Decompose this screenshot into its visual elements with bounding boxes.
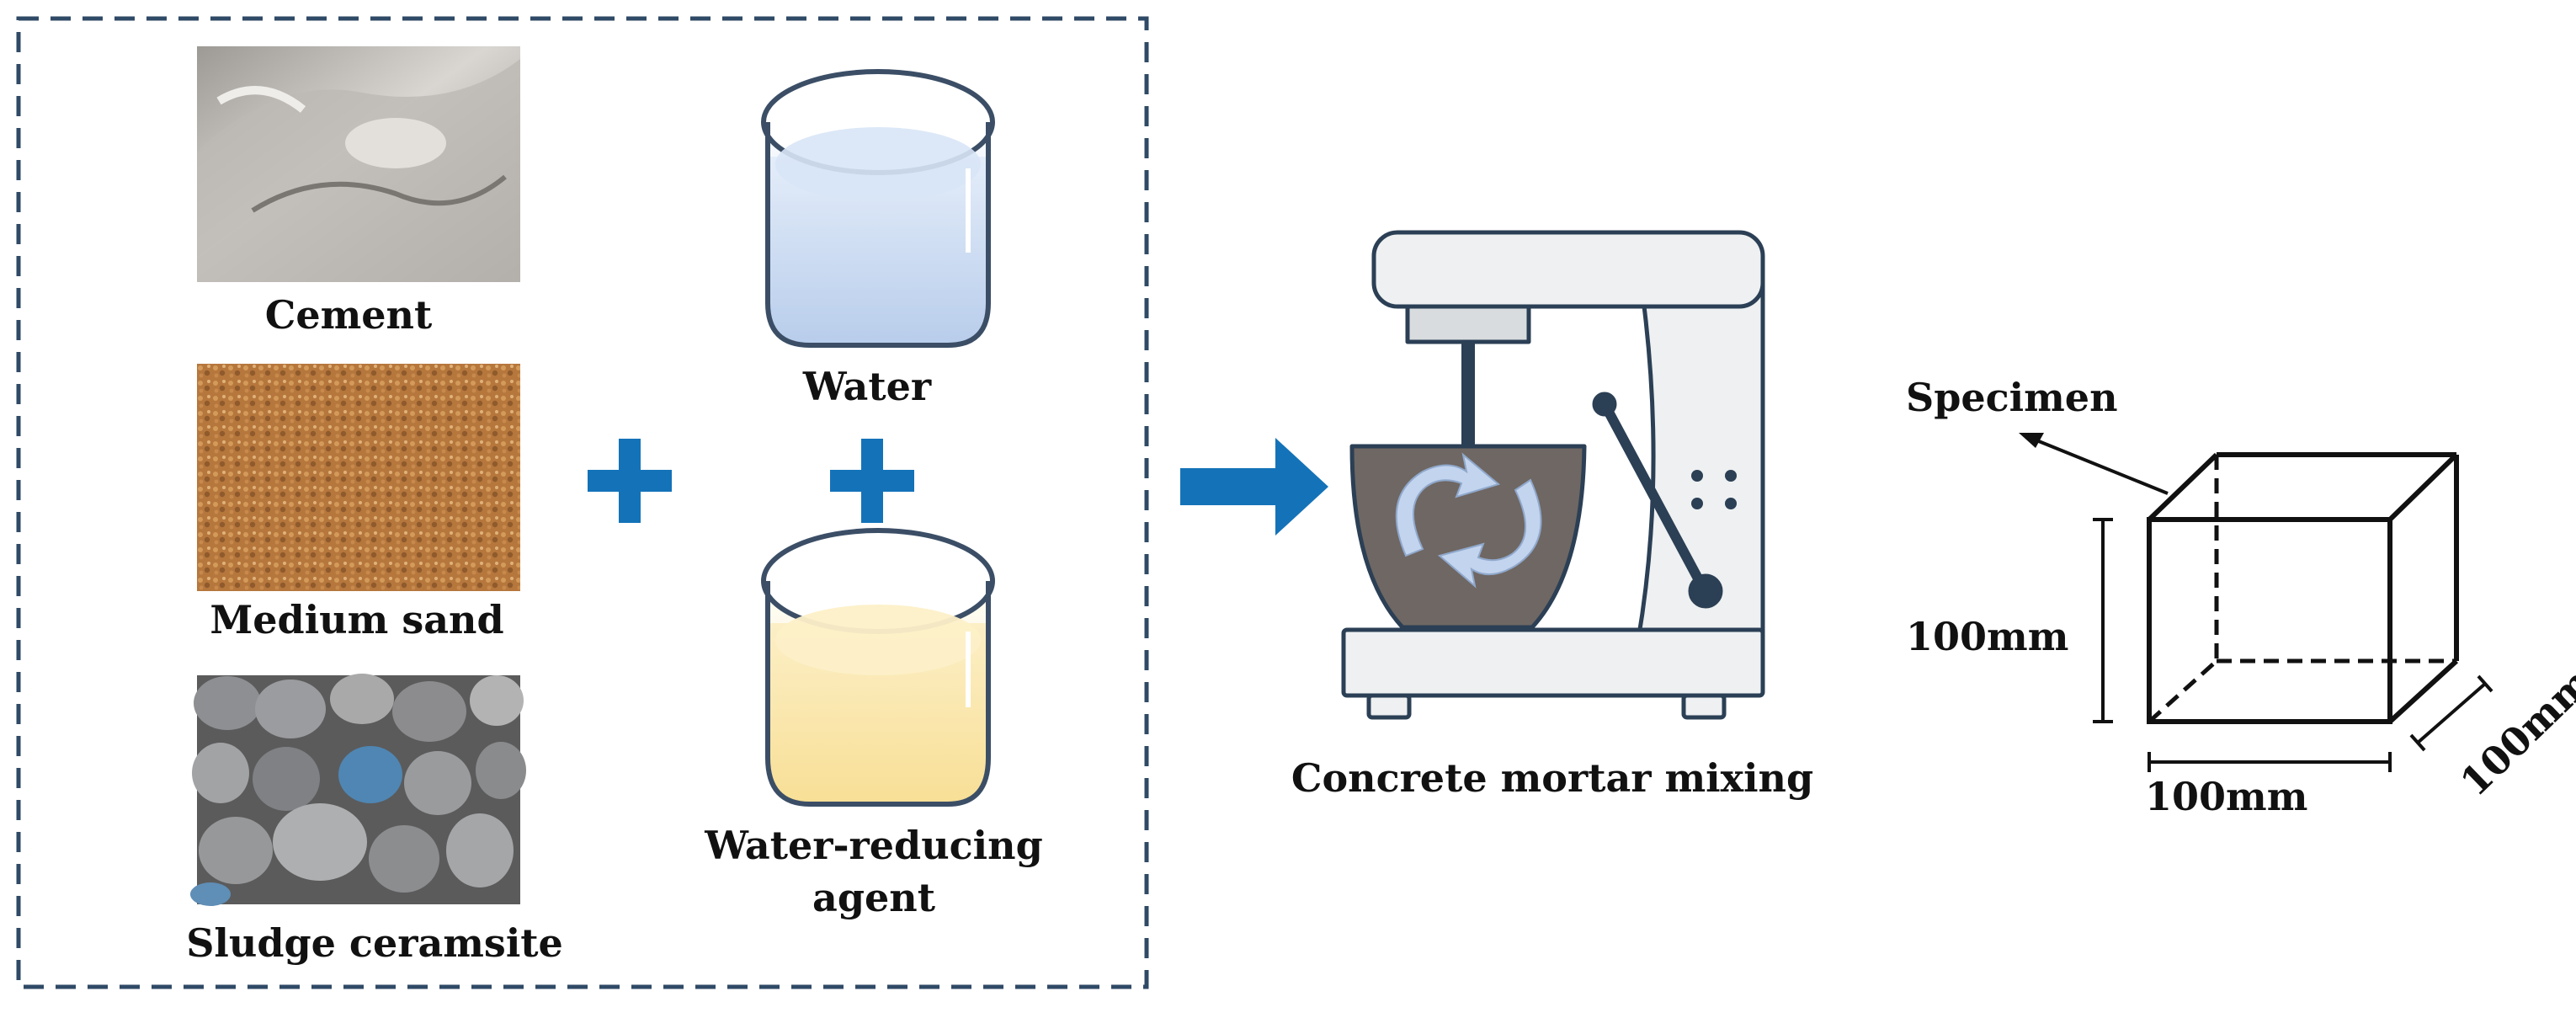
water-beaker-icon (761, 69, 995, 348)
plus-icon (830, 439, 914, 523)
cement-label: Cement (265, 292, 433, 338)
sludge-ceramsite-label: Sludge ceramsite (186, 920, 563, 966)
medium-sand-photo (197, 364, 520, 591)
depth-dimension-line (2409, 674, 2494, 752)
rotate-arrows-icon (1395, 452, 1542, 589)
agent-beaker-icon (761, 528, 995, 807)
arrow-right-icon (1180, 438, 1328, 536)
width-dimension-label: 100mm (2145, 774, 2307, 819)
water-label: Water (802, 364, 932, 409)
specimen-cube (2147, 452, 2459, 724)
depth-dimension-label: 100mm (2451, 659, 2576, 805)
mixing-label: Concrete mortar mixing (1291, 755, 1813, 801)
water-reducing-agent-label-line2: agent (812, 875, 936, 920)
specimen-pointer-arrow (2019, 433, 2169, 495)
height-dimension-label: 100mm (1906, 614, 2068, 659)
materials-frame (16, 16, 1149, 989)
height-dimension-line (2093, 518, 2113, 723)
cement-photo (197, 46, 520, 282)
medium-sand-label: Medium sand (210, 597, 503, 642)
sludge-ceramsite-photo (190, 674, 526, 906)
plus-icon (588, 439, 672, 523)
mixer-icon (1341, 230, 1765, 720)
specimen-label: Specimen (1906, 375, 2118, 420)
water-reducing-agent-label-line1: Water-reducing (704, 823, 1043, 868)
width-dimension-line (2148, 752, 2392, 772)
